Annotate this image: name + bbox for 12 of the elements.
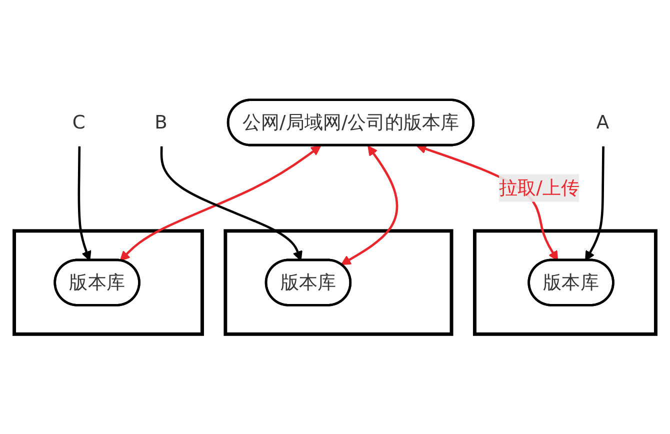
arrow [340,146,398,266]
edge-label: 拉取/上传 [499,176,580,198]
cluster [472,229,658,336]
node-text: B [154,110,168,133]
cluster [12,229,204,336]
cluster [224,229,454,336]
node-text: A [596,110,610,133]
node-text: C [72,110,86,133]
arrow [585,146,604,261]
arrow [120,145,322,262]
arrow [160,146,302,261]
arrow [78,146,92,261]
